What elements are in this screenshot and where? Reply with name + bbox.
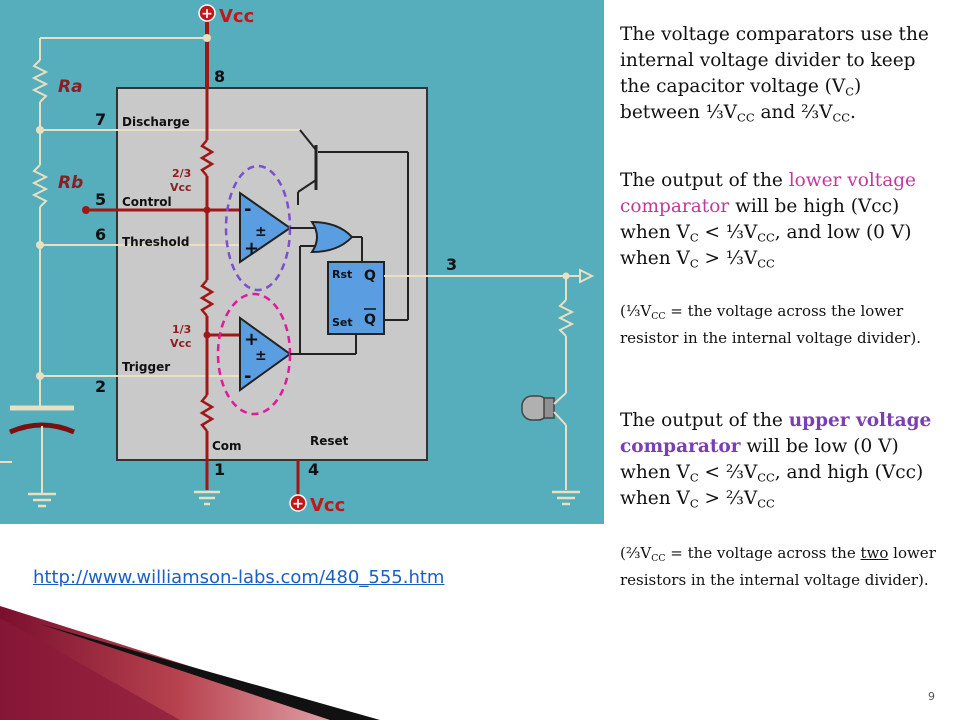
lower-comparator: [239, 316, 292, 392]
svg-text:Q: Q: [364, 268, 376, 284]
svg-text:5: 5: [95, 190, 106, 209]
svg-text:+: +: [201, 6, 213, 22]
svg-text:Vcc: Vcc: [170, 337, 192, 350]
lower-comparator-term: lower voltage comparator: [620, 170, 917, 217]
svg-text:Set: Set: [332, 316, 353, 329]
decorative-swoosh: [0, 606, 380, 720]
svg-text:4: 4: [308, 460, 319, 479]
svg-text:Reset: Reset: [310, 434, 349, 448]
svg-text:Com: Com: [212, 439, 242, 453]
svg-text:Q: Q: [364, 312, 376, 328]
note-two-resistors: (⅔VCC = the voltage across the two lower…: [620, 544, 936, 589]
svg-text:Control: Control: [122, 195, 172, 209]
paragraph-lower-comparator: The output of the lower voltage comparat…: [620, 170, 917, 271]
svg-text:+: +: [244, 238, 259, 259]
upper-comparator-term: upper voltage comparator: [620, 410, 932, 457]
svg-text:±: ±: [255, 348, 267, 364]
page-number: 9: [928, 690, 935, 703]
svg-text:Trigger: Trigger: [122, 360, 170, 374]
svg-text:8: 8: [214, 67, 225, 86]
svg-text:Rst: Rst: [332, 268, 352, 281]
svg-text:3: 3: [446, 255, 457, 274]
circuit-diagram: + Vcc 8 Ra Rb 7 Discharge 5 Control 6 Th…: [0, 0, 604, 524]
svg-text:2/3: 2/3: [172, 167, 191, 180]
svg-text:7: 7: [95, 110, 106, 129]
svg-text:±: ±: [255, 224, 267, 240]
svg-text:-: -: [244, 199, 251, 220]
note-lower-resistor: (⅓VCC = the voltage across the lower res…: [620, 302, 921, 347]
flip-flop: [327, 261, 385, 335]
svg-text:Vcc: Vcc: [170, 181, 192, 194]
source-link[interactable]: http://www.williamson-labs.com/480_555.h…: [33, 567, 445, 588]
svg-text:1: 1: [214, 460, 225, 479]
svg-text:+: +: [244, 329, 259, 350]
vcc-top-label: Vcc: [219, 6, 254, 27]
resistor-rb-label: Rb: [58, 173, 83, 193]
vcc-bottom-label: Vcc: [310, 495, 345, 516]
svg-text:Discharge: Discharge: [122, 115, 190, 129]
upper-comparator: [239, 191, 292, 264]
paragraph-comparators: The voltage comparators use the internal…: [620, 24, 929, 125]
svg-text:-: -: [244, 366, 251, 387]
svg-text:+: +: [292, 496, 304, 512]
paragraph-upper-comparator: The output of the upper voltage comparat…: [620, 410, 932, 511]
resistor-ra-label: Ra: [58, 77, 83, 97]
svg-text:Threshold: Threshold: [122, 235, 189, 249]
or-gate: [310, 220, 354, 254]
svg-text:1/3: 1/3: [172, 323, 191, 336]
svg-text:2: 2: [95, 377, 106, 396]
svg-text:6: 6: [95, 225, 106, 244]
